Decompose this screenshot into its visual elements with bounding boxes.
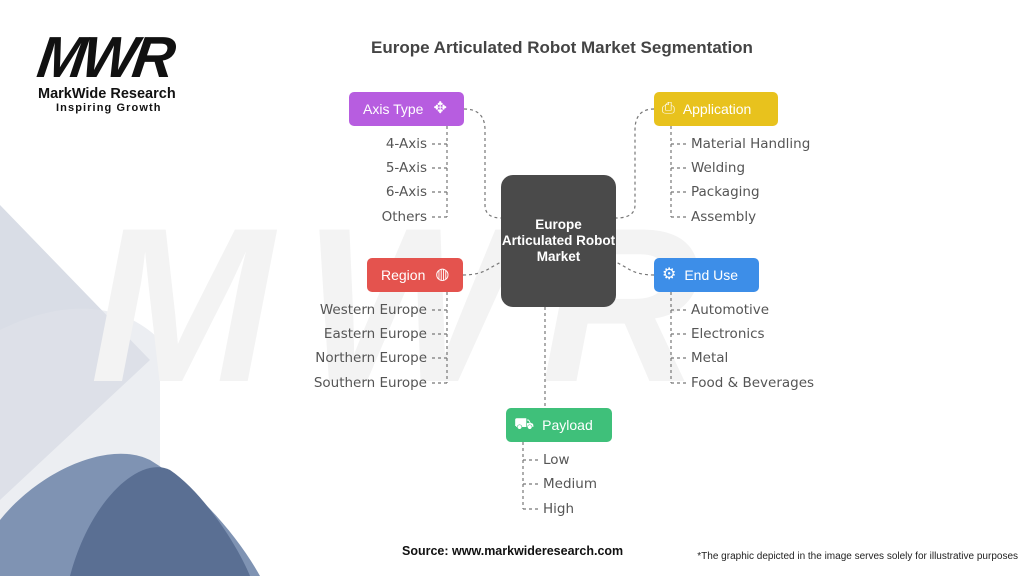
list-item: Medium [543,476,597,492]
segment-application-label: Application [682,101,752,117]
list-item: 6-Axis [385,184,427,200]
segment-end-use-label: End Use [684,267,739,283]
company-logo: MWR MarkWide Research Inspiring Growth [34,25,193,114]
list-item: Others [381,209,427,225]
segment-region-label: Region [381,267,426,283]
list-item: High [543,501,575,517]
page-title: Europe Articulated Robot Market Segmenta… [371,38,753,57]
bracket-payload [522,442,538,510]
connector-end-use [615,261,655,276]
list-item: Automotive [691,302,770,318]
bracket-end-use [670,292,686,384]
bracket-axis-type [432,126,448,218]
segment-region: Region ◍ [367,258,463,292]
background-shape-dark [70,467,250,576]
list-item: Metal [691,350,729,366]
bracket-application [670,126,686,218]
segment-end-use: ⚙ End Use [654,258,759,292]
segment-payload-label: Payload [542,417,593,433]
list-item: Food & Beverages [691,375,815,391]
globe-icon: ◍ [435,266,450,283]
list-item: Low [543,452,570,468]
list-item: Assembly [691,209,757,225]
list-item: Northern Europe [315,350,427,366]
segment-payload: ⛟ Payload [506,408,612,442]
list-item: Material Handling [691,136,811,152]
bracket-region [432,292,448,384]
segment-axis-type-label: Axis Type [363,101,424,117]
logo-tagline: Inspiring Growth [56,102,162,114]
list-item: 5-Axis [385,160,427,176]
source-text: Source: www.markwideresearch.com [402,544,624,558]
list-item: Eastern Europe [323,326,427,342]
list-item: Welding [691,160,746,176]
connector-region [462,261,502,276]
segment-axis-type: Axis Type ✥ [349,92,464,126]
arrows-icon: ✥ [433,100,447,117]
list-item: 4-Axis [385,136,427,152]
disclaimer-text: *The graphic depicted in the image serve… [697,551,1018,562]
robot-arm-icon: ⚙ [662,266,677,283]
list-item: Western Europe [319,302,427,318]
list-item: Packaging [691,184,760,200]
segment-application: ⎙ Application [654,92,778,126]
connector-axis-type [463,108,502,219]
logo-name: MarkWide Research [38,86,176,102]
list-item: Southern Europe [313,375,427,391]
center-node: Europe Articulated Robot Market [501,175,616,307]
connector-application [615,108,655,219]
devices-icon: ⎙ [662,100,675,117]
worker-icon: ⛟ [514,416,535,433]
list-item: Electronics [691,326,765,342]
